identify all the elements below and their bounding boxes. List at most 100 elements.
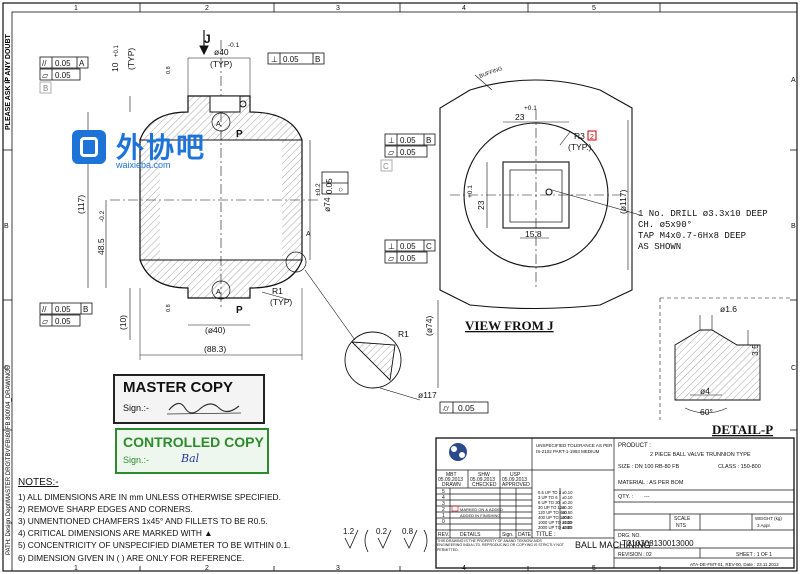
title-block-text: MBT SHW USP 05.09.2013 05.09.2013 05.09.… [438,443,782,567]
grid-col-5: 5 [592,5,596,12]
note-6: 6) DIMENSION GIVEN IN ( ) ARE ONLY FOR R… [18,552,245,563]
tb-drg-no: T210308130013000 [622,539,694,548]
tb-weight-label: WEIGHT (kg) [755,516,782,521]
rfcf-perp-val: 0.05 [400,136,416,145]
datum-b-box: B [43,84,48,93]
dim-r3-rev: 2 [590,134,594,141]
tb-rev-head: REV. [438,532,449,538]
tb-weight: 3 Appr. [757,523,771,528]
fcf-par-bot-val: 0.05 [55,305,71,314]
left-fcf [39,52,349,327]
dim-485: 48.5 [96,238,106,255]
side-text-top: PLEASE ASK IF ANY DOUBT [5,33,12,130]
rfcf-flat-val: 0.05 [400,148,416,157]
fcf-flat-val: 0.05 [55,71,71,80]
rfcf-flat2-symbol: ▱ [388,254,395,263]
fcf-par-bot-ref: B [83,305,88,314]
tb-tol-r7b: ±2.00 [562,525,573,530]
tb-confidential: THIS DRAWING IS THE PROPERTY OF ANAND TE… [437,539,564,552]
dim-10-bot: (10) [118,315,128,330]
watermark-logo: 外协吧 waixieba.com [72,128,222,174]
tb-qty-label: QTY. : [618,494,634,500]
detail-p-bot: P [236,305,243,316]
note-1: 1) ALL DIMENSIONS ARE IN mm UNLESS OTHER… [18,492,281,503]
dim-117: (117) [76,195,86,214]
tb-sheet: SHEET : 1 OF 1 [736,552,772,558]
datum-a-bot: A [216,289,221,296]
tb-footer: ATA-DE-FMT-01, REV-00, Date : 23.11.2012 [690,562,779,567]
tb-scale-label: SCALE [674,516,691,522]
tb-tol-r1b: ±0.10 [562,495,573,500]
section-cyl-val: 0.05 [458,403,475,413]
section-d74: (ø74) [424,316,434,336]
tb-approved-date: 05.09.2013 [502,477,527,483]
hole-note-1: 1 No. DRILL ø3.3x10 DEEP [638,209,768,219]
right-view [439,74,641,310]
detail-p-title: DETAIL-P [712,422,773,437]
note-2: 2) REMOVE SHARP EDGES AND CORNERS. [18,504,193,515]
dim-158: 15.8 [525,229,542,239]
finish-12: 1.2 [343,527,355,536]
tb-tol-r0b: ±0.10 [562,490,573,495]
tb-class: CLASS : 150-800 [718,464,761,470]
dim-tol-10: +0.1 [114,44,120,57]
tb-product-label: PRODUCT : [618,443,651,449]
tb-details-head: DETAILS [460,532,481,538]
tb-rev-5: 5 [442,489,445,495]
grid-row-c: C [4,365,9,372]
dim-d117: (ø117) [618,189,628,214]
company-logo [449,443,467,461]
finish-08: 0.8 [402,527,414,536]
fcf-par-ref: A [79,59,85,68]
tb-rev-2-detail: MARKED ON & ADDED [460,507,503,512]
tb-rev-0: 0 [442,519,445,525]
grid-col-1b: 1 [74,565,78,572]
dim-10-top: 10 [110,62,120,72]
tb-approved-init: USP [510,472,521,478]
tb-drg-label: DRG. NO. [618,533,641,539]
tb-tol-head1: UNSPECIFIED TOLERANCE AS PER [536,443,613,448]
tb-size: SIZE : DN 100 RB-80 FB [618,464,679,470]
tb-tol-r3b: ±0.30 [562,505,573,510]
grid-row-c-r: C [791,365,796,372]
detail-d16: ø1.6 [720,304,737,314]
buffing-label: BUFFING [479,66,504,80]
fcf-flat-bot-symbol: ▱ [42,317,49,326]
tb-confidential-wrap: THIS DRAWING IS THE PROPERTY OF ANAND TE… [437,539,564,552]
grid-row-b: B [4,223,9,230]
dim-d40-top: ø40 [214,47,229,57]
tb-tol-r2b: ±0.20 [562,500,573,505]
dim-tol-23-top: +0.1 [524,105,537,112]
dim-typ-top2: (TYP) [126,48,136,70]
rfcf-perp2-val: 0.05 [400,242,416,251]
inner-frame [11,11,798,572]
tb-revision: REVISION : 02 [618,552,652,558]
dim-r1: R1 [272,286,283,296]
dim-883: (88.3) [204,344,226,354]
rfcf-perp-ref: B [426,136,431,145]
note-4: 4) CRITICAL DIMENSIONS ARE MARKED WITH ▲ [18,528,213,539]
section-r1: R1 [398,329,409,339]
fcf-flat-symbol: ▱ [42,71,49,80]
note-5: 5) CONCENTRICITY OF UNSPECIFIED DIAMETER… [18,540,291,551]
section-d117: ø117 [418,390,437,400]
detail-angle: 60° [700,407,713,417]
fcf-circ-val: 0.05 [325,178,334,194]
master-copy-text: MASTER COPY [123,379,234,396]
hole-note-2: CH. ø5x90° [638,220,692,230]
detail-p-top: P [236,129,243,140]
tb-checked-init: SHW [478,472,490,478]
dim-tol-23-side: +0.1 [467,185,474,198]
tb-rev-3: 3 [442,501,445,507]
fcf-par-val: 0.05 [55,59,71,68]
surface-finish-group: 1.2 0.2 0.8 [343,527,428,553]
detail-d35: 3.5 [750,344,760,356]
left-view [87,30,320,360]
tb-date-head: DATE [518,532,532,538]
tb-checked-role: CHECKED [472,482,497,488]
tb-drawn-init: MBT [446,472,457,478]
finish-08-bot: 0.8 [166,304,172,312]
dim-r1-typ: (TYP) [270,297,292,307]
master-copy-stamp: MASTER COPY Sign.:- [113,374,265,424]
fcf-flat-bot-val: 0.05 [55,317,71,326]
